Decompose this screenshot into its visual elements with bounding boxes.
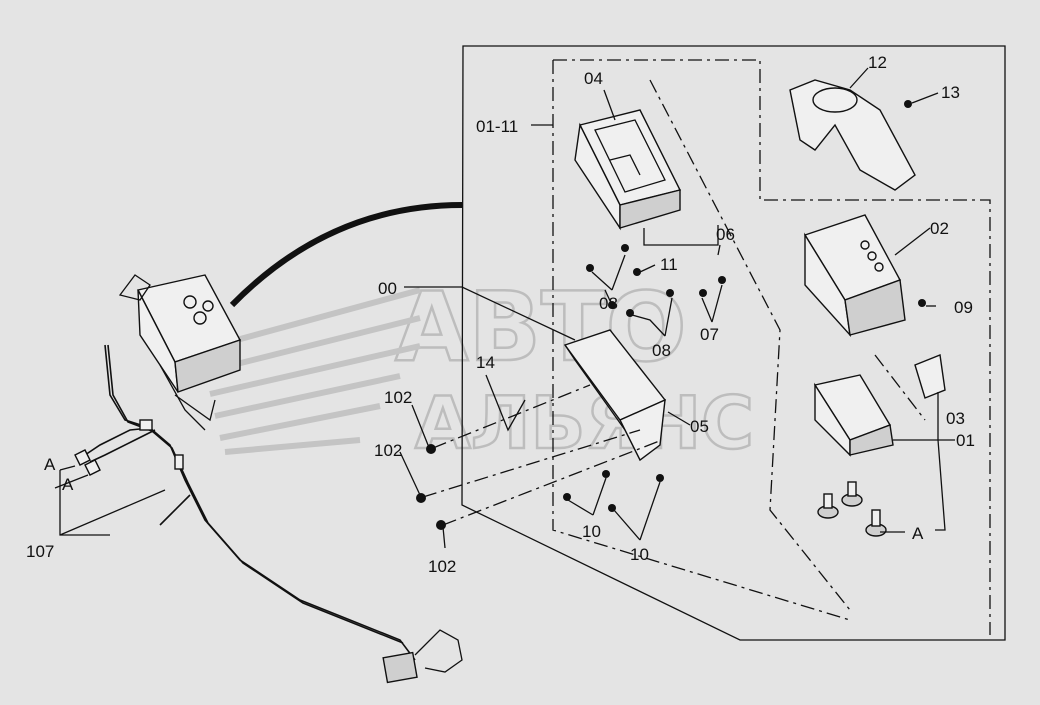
knobs <box>817 481 887 537</box>
label-09: 09 <box>954 298 973 317</box>
label-A-right: A <box>912 524 924 543</box>
leader-lines <box>54 67 955 549</box>
label-13: 13 <box>941 83 960 102</box>
part-labels: 04 12 13 01-11 06 02 11 00 08 09 07 08 1… <box>26 53 975 576</box>
subassembly-boundary-left <box>552 59 991 635</box>
assembly-boundary <box>461 45 1006 641</box>
watermark-line2: АЛЬЯНС <box>415 381 754 465</box>
subassembly-boundary-mid <box>649 79 851 611</box>
label-102-middle: 102 <box>374 441 402 460</box>
part-12-cover <box>789 79 916 191</box>
label-A-middle: A <box>62 475 74 494</box>
watermark-line1: АВТО <box>395 273 687 383</box>
part-04-housing <box>574 109 682 231</box>
watermark: АВТО АЛЬЯНС <box>199 272 755 466</box>
label-06: 06 <box>716 225 735 244</box>
part-01-switch-box <box>813 374 894 457</box>
label-10-right: 10 <box>630 545 649 564</box>
label-11: 11 <box>660 255 678 274</box>
callout-arc <box>229 202 463 308</box>
part-05-bracket <box>563 329 667 462</box>
label-01-11: 01-11 <box>476 117 518 136</box>
label-12: 12 <box>868 53 887 72</box>
label-14: 14 <box>476 353 495 372</box>
label-02: 02 <box>930 219 949 238</box>
label-10-left: 10 <box>582 522 601 541</box>
label-07: 07 <box>700 325 719 344</box>
part-03-bracket <box>914 354 946 399</box>
part-02-cover <box>803 214 906 338</box>
wiring-harness <box>74 344 463 684</box>
label-03: 03 <box>946 409 965 428</box>
label-A-top: A <box>44 455 56 474</box>
label-102-lower: 102 <box>428 557 456 576</box>
subassembly-boundary-right <box>874 354 926 421</box>
label-04: 04 <box>584 69 603 88</box>
label-00: 00 <box>378 279 397 298</box>
assembled-control-unit <box>118 274 242 431</box>
centre-lines <box>422 384 663 526</box>
label-107: 107 <box>26 542 54 561</box>
label-102-upper: 102 <box>384 388 412 407</box>
label-08-lower: 08 <box>652 341 671 360</box>
label-01: 01 <box>956 431 975 450</box>
label-08-upper: 08 <box>599 294 618 313</box>
label-05: 05 <box>690 417 709 436</box>
